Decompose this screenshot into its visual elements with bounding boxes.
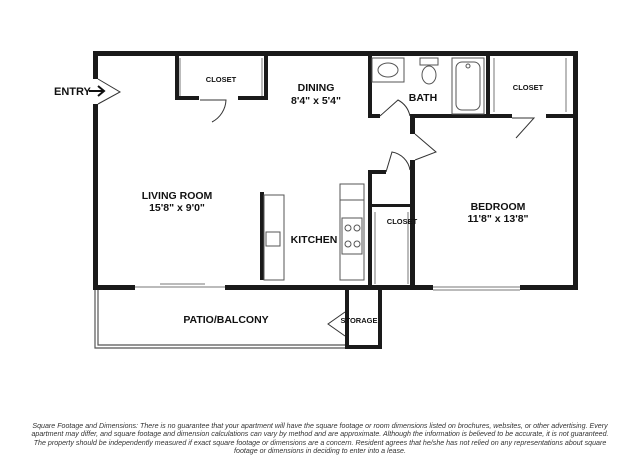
door-swings	[97, 78, 536, 337]
living-room-name: LIVING ROOM	[142, 190, 213, 202]
sliding-doors	[135, 58, 567, 291]
kitchen-name: KITCHEN	[291, 234, 338, 246]
bedroom-name: BEDROOM	[471, 201, 526, 213]
closet-bedroom-top-name: CLOSET	[513, 83, 544, 92]
closet-living-name: CLOSET	[206, 75, 237, 84]
closet-bedroom-mid-name: CLOSET	[387, 217, 418, 226]
disclaimer: Square Footage and Dimensions: There is …	[28, 422, 612, 456]
living-room-dim: 15'8" x 9'0"	[149, 202, 205, 214]
bath-fixtures	[371, 57, 485, 115]
disclaimer-lead: Square Footage and Dimensions:	[32, 422, 139, 430]
entry-arrow-icon	[89, 85, 106, 97]
patio-name: PATIO/BALCONY	[183, 314, 268, 326]
bath-name: BATH	[409, 92, 437, 104]
floor-plan: ENTRY LIVING ROOM 15'8" x 9'0" DINING 8'…	[54, 51, 578, 349]
walls	[93, 51, 578, 349]
disclaimer-text: There is no guarantee that your apartmen…	[31, 422, 609, 456]
patio-outline	[94, 290, 345, 349]
dining-name: DINING	[298, 82, 335, 94]
kitchen-fixtures	[263, 183, 365, 281]
entry-label: ENTRY	[54, 86, 92, 98]
dining-dim: 8'4" x 5'4"	[291, 95, 341, 107]
storage-name: STORAGE	[341, 316, 378, 325]
bedroom-dim: 11'8" x 13'8"	[467, 213, 528, 225]
